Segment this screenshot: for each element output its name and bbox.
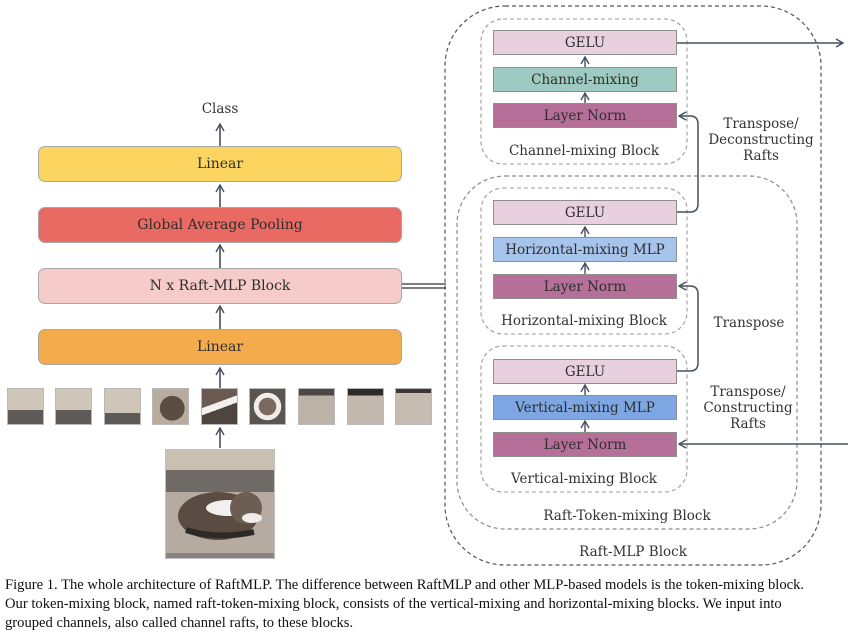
- horizontal-block-frame: [480, 187, 688, 335]
- linear-embedding-block: Linear: [38, 329, 402, 365]
- channel-gelu: GELU: [493, 30, 677, 55]
- caption-line: Our token-mixing block, named raft-token…: [5, 596, 782, 612]
- block-label: N x Raft-MLP Block: [149, 278, 291, 294]
- raft-mlp-stack-block: N x Raft-MLP Block: [38, 268, 402, 304]
- vertical-mixing-mlp: Vertical-mixing MLP: [493, 395, 677, 420]
- annotation-line: Rafts: [730, 416, 766, 432]
- image-patch: [395, 388, 432, 425]
- channel-layer-norm: Layer Norm: [493, 103, 677, 128]
- horizontal-block-label: Horizontal-mixing Block: [501, 313, 667, 329]
- block-label: Linear: [196, 339, 244, 355]
- block-label: Global Average Pooling: [137, 217, 303, 233]
- figure-caption: Figure 1. The whole architecture of Raft…: [5, 576, 861, 633]
- image-patch: [298, 388, 335, 425]
- layer-label: Channel-mixing: [531, 71, 639, 88]
- horizontal-gelu: GELU: [493, 200, 677, 225]
- deconstruct-annotation: Transpose/ Deconstructing Rafts: [706, 116, 816, 164]
- block-label: Linear: [196, 156, 244, 172]
- image-patch: [104, 388, 141, 425]
- input-image: [165, 449, 275, 559]
- annotation-line: Transpose/: [710, 384, 786, 400]
- caption-line: grouped channels, also called channel ra…: [5, 615, 354, 631]
- layer-label: Horizontal-mixing MLP: [505, 241, 665, 258]
- linear-output-block: Linear: [38, 146, 402, 182]
- horizontal-mixing-mlp: Horizontal-mixing MLP: [493, 237, 677, 262]
- image-patch: [347, 388, 384, 425]
- output-class-label: Class: [201, 101, 239, 117]
- vertical-block-label: Vertical-mixing Block: [511, 471, 657, 487]
- layer-label: Layer Norm: [543, 278, 627, 295]
- channel-mixing-layer: Channel-mixing: [493, 67, 677, 92]
- cat-image-icon: [166, 450, 274, 558]
- layer-label: Layer Norm: [543, 436, 627, 453]
- layer-label: GELU: [564, 363, 606, 380]
- channel-block-frame: [480, 18, 688, 165]
- caption-line: Figure 1. The whole architecture of Raft…: [5, 577, 805, 593]
- layer-label: Vertical-mixing MLP: [515, 399, 655, 416]
- raft-token-mixing-label: Raft-Token-mixing Block: [543, 508, 711, 524]
- arrow-horizontal-to-channel: [677, 111, 699, 213]
- global-average-pooling-block: Global Average Pooling: [38, 207, 402, 243]
- annotation-line: Constructing: [703, 400, 793, 416]
- annotation-line: Rafts: [743, 148, 779, 164]
- annotation-line: Transpose/: [723, 116, 799, 132]
- channel-block-label: Channel-mixing Block: [508, 143, 660, 159]
- raft-token-mixing-frame: [456, 175, 798, 530]
- transpose-annotation: Transpose: [713, 315, 785, 331]
- vertical-layer-norm: Layer Norm: [493, 432, 677, 457]
- vertical-block-frame: [480, 345, 688, 493]
- layer-label: GELU: [564, 34, 606, 51]
- image-patch: [55, 388, 92, 425]
- layer-label: Layer Norm: [543, 107, 627, 124]
- arrow-vertical-to-horizontal: [677, 281, 699, 372]
- image-patch: [201, 388, 238, 425]
- image-patch: [7, 388, 44, 425]
- layer-label: GELU: [564, 204, 606, 221]
- construct-annotation: Transpose/ Constructing Rafts: [696, 384, 800, 432]
- image-patch: [249, 388, 286, 425]
- raft-mlp-block-frame: [444, 5, 822, 566]
- vertical-gelu: GELU: [493, 359, 677, 384]
- annotation-line: Deconstructing: [708, 132, 814, 148]
- horizontal-layer-norm: Layer Norm: [493, 274, 677, 299]
- image-patch: [152, 388, 189, 425]
- raft-mlp-block-label: Raft-MLP Block: [579, 544, 687, 560]
